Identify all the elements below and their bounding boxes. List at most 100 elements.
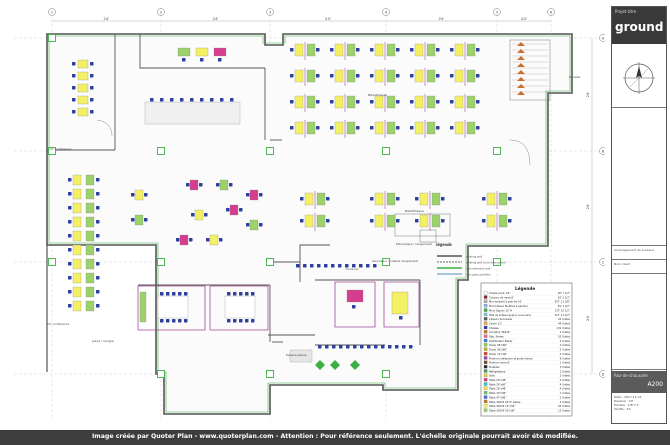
column — [48, 147, 56, 155]
desk — [85, 272, 95, 284]
grid-bubble — [599, 258, 605, 266]
chair — [316, 100, 320, 104]
chair — [360, 345, 364, 349]
chair — [374, 345, 378, 349]
dimension-top-label: 24' — [439, 16, 445, 21]
desk — [306, 43, 316, 57]
chair — [370, 74, 374, 78]
legend-swatch — [483, 369, 488, 373]
plant-icon — [315, 360, 325, 370]
desk — [304, 192, 314, 206]
conference-room-glass — [137, 285, 206, 331]
legend-title: Légende — [515, 286, 535, 291]
desk — [294, 43, 304, 57]
office-glass — [383, 281, 420, 328]
chair — [96, 276, 100, 280]
column — [157, 258, 165, 266]
desk — [85, 286, 95, 298]
legend-swatch — [483, 347, 488, 351]
title-block-field-2: Nom client — [614, 262, 631, 266]
chair — [131, 193, 135, 197]
legend-item-label: Cloisons de verre 8' — [489, 295, 514, 299]
chair — [210, 98, 214, 102]
label-left-office: 14' conférence — [49, 147, 71, 151]
chair — [259, 223, 263, 227]
desk — [77, 71, 89, 81]
legend-item-label: Comptoir 36X24" — [489, 330, 511, 334]
chair — [339, 345, 343, 349]
chair — [290, 48, 294, 52]
desk — [466, 43, 476, 57]
grid-row-label: D — [602, 372, 605, 376]
office-desk — [391, 291, 409, 315]
desk — [294, 69, 304, 83]
legend-item-qty: 63' 1 1/2" — [558, 295, 570, 299]
legend-item-label: Sofa — [489, 374, 495, 378]
desk — [426, 69, 436, 83]
chair — [450, 100, 454, 104]
desk — [72, 258, 82, 270]
chair — [72, 86, 76, 90]
legend-item-label: Table 24"x60" — [489, 382, 506, 386]
grid-column-label: 6 — [550, 10, 553, 14]
title-block-footer: Date : 2017-11-21 Dessiné : CH Échelle :… — [614, 395, 664, 411]
chair — [96, 220, 100, 224]
desk — [386, 192, 396, 206]
legend-swatch — [483, 360, 488, 364]
grid-row-label: C — [602, 260, 605, 264]
chair — [508, 197, 512, 201]
chair — [239, 208, 243, 212]
desk — [414, 69, 424, 83]
label-lobby-zone: pièce / rangée — [92, 339, 114, 343]
desk — [85, 174, 95, 186]
desk — [294, 95, 304, 109]
chair — [180, 98, 184, 102]
grid-bubble — [599, 147, 605, 155]
locker-icon — [517, 63, 525, 67]
chair — [190, 98, 194, 102]
lounge-table — [189, 179, 199, 191]
chair — [508, 219, 512, 223]
chair — [200, 58, 204, 62]
lounge-table — [249, 219, 259, 231]
desk — [374, 192, 384, 206]
chair — [316, 48, 320, 52]
label-legend-note: Légende — [436, 243, 451, 247]
title-block-field-1: Aménagement de bureaux — [614, 248, 655, 252]
legend-swatch — [483, 386, 488, 390]
chair — [90, 98, 94, 102]
chair — [239, 319, 243, 323]
locker-icon — [517, 91, 525, 95]
desk — [346, 121, 356, 135]
desk — [177, 47, 191, 57]
chair — [72, 74, 76, 78]
desk — [72, 272, 82, 284]
chair — [356, 48, 360, 52]
desk — [85, 202, 95, 214]
desk — [498, 214, 508, 228]
legend-swatch — [483, 408, 488, 412]
chair — [68, 192, 72, 196]
chair — [166, 319, 170, 323]
tb-footer-line: Vérifié : XX — [614, 407, 631, 411]
legend-item-label: Table 30X24 55"x30" — [489, 408, 515, 412]
locker-icon — [517, 70, 525, 74]
desk — [85, 300, 95, 312]
chair — [310, 264, 314, 268]
legend-swatch — [483, 356, 488, 360]
dimension-top-label: 24' — [521, 16, 527, 21]
chair — [251, 319, 255, 323]
legend-item-label: Table 20"x48" — [489, 378, 506, 382]
washroom — [419, 229, 437, 243]
chair — [352, 305, 356, 309]
legend-item-qty: 44 Unités — [558, 321, 571, 325]
chair — [191, 213, 195, 217]
grid-bubble — [547, 8, 555, 16]
chair — [410, 100, 414, 104]
chair — [96, 304, 100, 308]
chair — [251, 292, 255, 296]
legend-swatch — [483, 304, 488, 308]
mini-legend-row-2: existing wall to be demolished — [466, 261, 506, 265]
